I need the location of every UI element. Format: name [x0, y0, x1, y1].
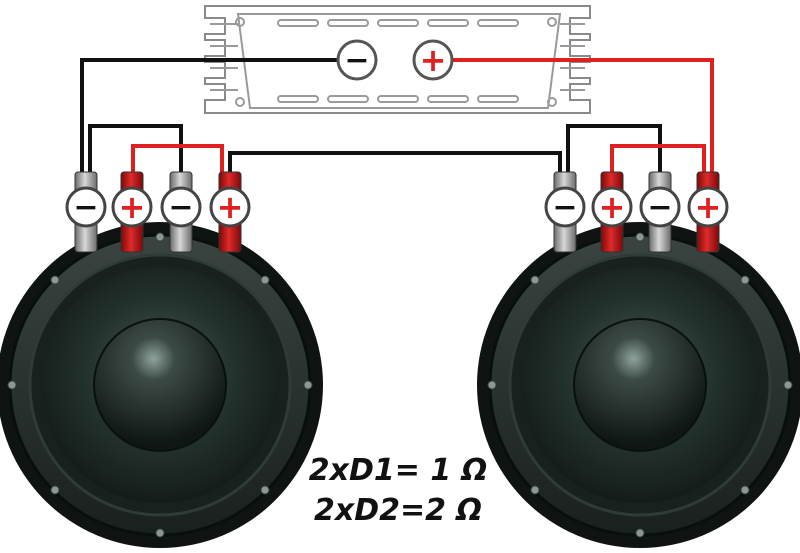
positive-terminal-speaker2-4: + — [687, 171, 729, 253]
caption-line-2: 2xD2=2 Ω — [314, 493, 482, 528]
amplifier-vent-slots — [277, 19, 519, 103]
wire-amp-positive — [452, 58, 714, 175]
caption-line-1: 2xD1= 1 Ω — [309, 453, 487, 488]
wire-left-bridge-negative — [88, 124, 183, 175]
amplifier — [204, 5, 591, 114]
speaker-terminals: −+−+−+−+ — [65, 171, 729, 253]
negative-terminal-speaker2-1: − — [544, 171, 586, 253]
terminal-symbol: + — [695, 188, 722, 226]
positive-terminal-speaker1-2: + — [111, 171, 153, 253]
terminal-cap — [687, 186, 729, 228]
impedance-caption: 2xD1= 1 Ω 2xD2=2 Ω — [309, 453, 487, 528]
wire-right-bridge-negative — [566, 124, 662, 175]
positive-terminal-speaker1-4: + — [209, 171, 251, 253]
terminal-cap — [111, 186, 153, 228]
terminal-symbol: − — [647, 190, 672, 225]
subwoofer-right — [477, 222, 800, 548]
amp-positive-terminal: + — [412, 39, 454, 81]
terminal-symbol: − — [168, 190, 193, 225]
wire-speaker-link — [228, 151, 562, 175]
amplifier-screws — [235, 17, 557, 107]
amp-positive-symbol: + — [420, 41, 447, 79]
terminal-cap — [544, 186, 586, 228]
terminal-cap — [209, 186, 251, 228]
speaker-bolts — [487, 232, 793, 538]
subwoofer-left — [0, 222, 323, 548]
terminal-symbol: + — [599, 188, 626, 226]
terminal-cap — [160, 186, 202, 228]
negative-terminal-speaker1-3: − — [160, 171, 202, 253]
amplifier-outline — [204, 5, 591, 114]
negative-terminal-speaker1-1: − — [65, 171, 107, 253]
wire-left-bridge-positive — [131, 144, 224, 175]
terminal-cap — [591, 186, 633, 228]
amp-negative-symbol: − — [344, 43, 369, 78]
wires — [80, 58, 714, 175]
amplifier-fins — [210, 23, 585, 91]
amplifier-top-panel — [236, 13, 562, 109]
amp-negative-terminal: − — [336, 39, 378, 81]
positive-terminal-speaker2-2: + — [591, 171, 633, 253]
terminal-symbol: − — [552, 190, 577, 225]
terminal-cap — [639, 186, 681, 228]
terminal-symbol: + — [217, 188, 244, 226]
wire-right-bridge-positive — [610, 144, 706, 175]
terminal-symbol: + — [119, 188, 146, 226]
wire-amp-negative — [80, 58, 338, 175]
speaker-bolts — [7, 232, 313, 538]
terminal-symbol: − — [73, 190, 98, 225]
negative-terminal-speaker2-3: − — [639, 171, 681, 253]
terminal-cap — [65, 186, 107, 228]
